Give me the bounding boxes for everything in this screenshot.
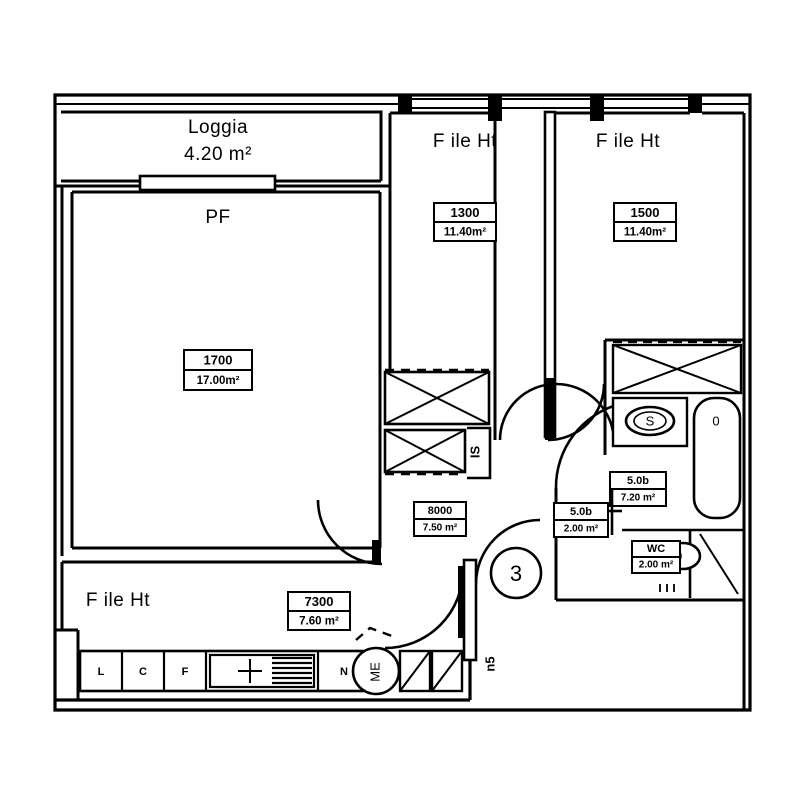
kitchen-name: F ile Ht — [86, 590, 150, 611]
vestibule-area-tag: 5.0b 2.00 m² — [553, 502, 609, 538]
wc-area: 2.00 m² — [639, 560, 674, 571]
kitchen-dashed-hint — [355, 626, 393, 641]
living-area-tag: 1700 17.00m² — [183, 349, 253, 391]
basin-label: S — [646, 413, 655, 428]
kitchen-unit-l: L — [98, 666, 105, 678]
room-wc: WC 2.00 m² — [622, 528, 744, 598]
closet-is-niche: IS — [467, 426, 492, 480]
closet-label: IS — [467, 446, 482, 459]
entry-label: n5 — [482, 656, 497, 671]
kitchen-code: 7300 — [305, 594, 334, 609]
room-bathroom: S 0 5.0b 7.20 m² — [554, 338, 746, 602]
living-code: 1700 — [204, 352, 233, 367]
bottom-wall — [55, 660, 472, 702]
loggia-area: 4.20 m² — [184, 144, 252, 165]
wc-area-tag: WC 2.00 m² — [631, 540, 681, 574]
kitchen-cabinets — [398, 649, 464, 693]
wc-code: WC — [647, 543, 665, 555]
room-bedroom-2: F ile Ht 1500 11.40m² — [556, 111, 746, 340]
bathroom-area-tag: 5.0b 7.20 m² — [609, 471, 667, 507]
wash-basin-fixture: S — [611, 396, 689, 448]
vestibule-area: 2.00 m² — [564, 524, 599, 535]
bathroom-code: 5.0b — [627, 475, 649, 487]
closet-upper — [383, 368, 491, 426]
bedroom-2-name: F ile Ht — [596, 131, 660, 152]
bedroom-1-area: 11.40m² — [444, 227, 486, 239]
closet-lower — [383, 428, 467, 476]
apartment-number: 3 — [510, 561, 522, 586]
room-living: PF 1700 17.00m² — [55, 184, 390, 556]
bedroom-2-area: 11.40m² — [624, 227, 666, 239]
vestibule-code: 5.0b — [570, 506, 592, 518]
living-name: PF — [205, 207, 230, 228]
meter-label: ME — [367, 662, 382, 682]
loggia-name: Loggia — [188, 117, 248, 138]
living-area: 17.00m² — [197, 375, 240, 387]
hall-area: 7.50 m² — [423, 523, 458, 534]
door-leaves — [372, 378, 554, 638]
bedroom-1-code: 1300 — [451, 205, 480, 220]
entry-door: n5 — [462, 558, 497, 672]
top-wall-windows — [55, 98, 750, 109]
kitchen-unit-c: C — [139, 666, 147, 678]
bedroom-1-name: F ile Ht — [433, 131, 497, 152]
kitchen-area: 7.60 m² — [299, 616, 339, 628]
inner-wall-lines — [53, 95, 746, 710]
meter-fixture: ME — [351, 646, 401, 696]
bathroom-closet — [611, 340, 743, 395]
room-vestibule: 5.0b 2.00 m² — [553, 490, 622, 538]
bedroom-2-area-tag: 1500 11.40m² — [613, 202, 677, 242]
bathtub-fixture: 0 — [692, 396, 742, 520]
bedroom-1-area-tag: 1300 11.40m² — [433, 202, 497, 242]
bathtub-label: 0 — [712, 413, 719, 428]
bathroom-area: 7.20 m² — [621, 493, 656, 504]
loggia-door — [138, 174, 277, 192]
hall-code: 8000 — [428, 505, 452, 517]
kitchen-unit-f: F — [182, 666, 189, 678]
apartment-marker: 3 — [489, 546, 543, 600]
kitchen-unit-n: N — [340, 666, 348, 678]
room-kitchen: F ile Ht 7300 7.60 m² L C F N — [55, 560, 464, 700]
kitchen-area-tag: 7300 7.60 m² — [287, 591, 351, 631]
room-bedroom-1: F ile Ht 1300 11.40m² — [388, 110, 557, 440]
room-hall: 8000 7.50 m² — [413, 501, 467, 537]
hall-area-tag: 8000 7.50 m² — [413, 501, 467, 537]
kitchen-sink — [208, 653, 316, 689]
wc-hatch — [659, 584, 675, 592]
bedroom-2-code: 1500 — [631, 205, 660, 220]
